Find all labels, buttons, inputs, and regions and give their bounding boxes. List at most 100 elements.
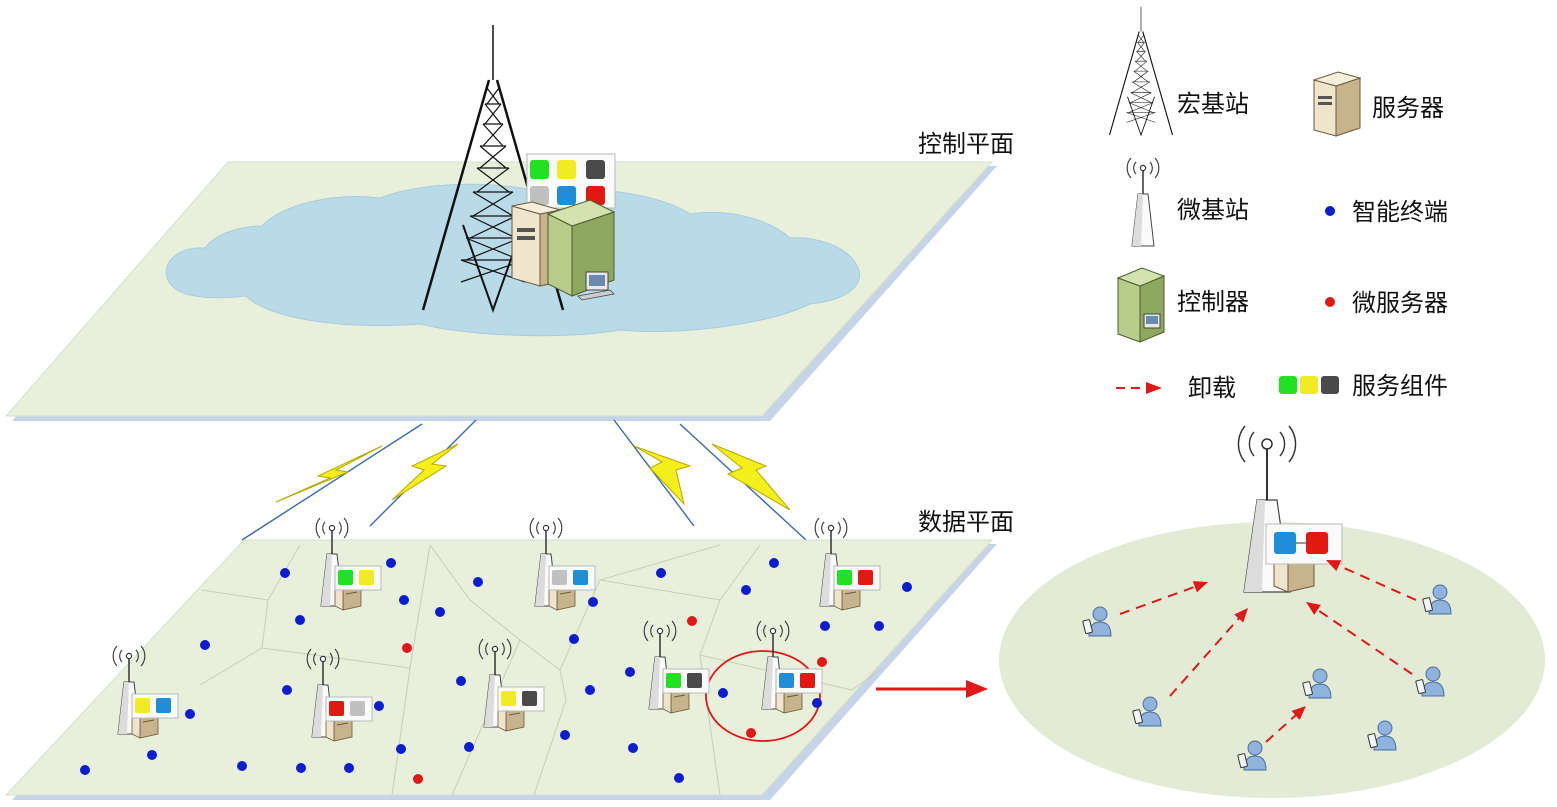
terminal-dot (569, 634, 579, 644)
service-component (1306, 532, 1328, 554)
legend-controller-icon (1116, 267, 1166, 343)
terminal-dot (435, 607, 445, 617)
service-component (687, 673, 702, 688)
terminal-dot (473, 577, 483, 587)
micro-server-dot (746, 728, 756, 738)
lightning-bolt (275, 445, 383, 503)
terminal-dot (874, 621, 884, 631)
service-component (530, 186, 549, 205)
zoom-cell-ellipse (999, 522, 1545, 798)
terminal-dot (296, 763, 306, 773)
data-plane-label: 数据平面 (918, 508, 1014, 536)
legend-offload-arrow (1116, 382, 1162, 394)
control-plane: 控制平面 (4, 23, 1014, 421)
zoom-component-panel (1265, 523, 1343, 565)
terminal-dot (902, 582, 912, 592)
terminal-dot (588, 597, 598, 607)
terminal-dot (628, 743, 638, 753)
legend: 宏基站 服务器 微基站 智能终端 控制器 微服务器 卸载 (1108, 6, 1448, 402)
terminal-dot (399, 595, 409, 605)
service-component (530, 160, 549, 179)
service-component (573, 570, 588, 585)
legend-service-component-label: 服务组件 (1352, 372, 1448, 400)
micro-station (478, 638, 545, 732)
terminal-dot (295, 615, 305, 625)
micro-server-dot (402, 643, 412, 653)
offload-arrow (1306, 602, 1413, 675)
terminal-dot (282, 685, 292, 695)
legend-macro-bs-label: 宏基站 (1177, 90, 1249, 118)
terminal-dot (656, 568, 666, 578)
service-component (858, 570, 873, 585)
legend-micro-bs-label: 微基站 (1177, 196, 1249, 224)
legend-controller-label: 控制器 (1177, 288, 1249, 316)
zoom-view (999, 425, 1545, 798)
terminal-dot (237, 761, 247, 771)
lightning-bolt (391, 443, 459, 501)
zoom-users (1082, 560, 1452, 771)
lightning-bolt (633, 445, 692, 506)
terminal-dot (718, 688, 728, 698)
terminal-dot (625, 667, 635, 677)
service-component (359, 570, 374, 585)
terminal-dot (741, 585, 751, 595)
terminal-dot (812, 698, 822, 708)
terminal-dot (344, 763, 354, 773)
micro-station (643, 620, 710, 714)
legend-micro-server-dot (1325, 297, 1335, 307)
terminal-dot (147, 750, 157, 760)
legend-offload-label: 卸载 (1188, 374, 1236, 402)
terminal-dot (464, 742, 474, 752)
macro-service-components (530, 160, 605, 205)
terminal-dot (185, 709, 195, 719)
terminal-dot (396, 744, 406, 754)
control-plane-label: 控制平面 (918, 130, 1014, 158)
legend-server-label: 服务器 (1372, 94, 1444, 122)
legend-macro-bs-icon (1108, 6, 1174, 136)
micro-server-dot (413, 774, 423, 784)
legend-server-icon (1312, 71, 1362, 137)
legend-service-component-icon (1279, 376, 1339, 394)
service-component (501, 691, 516, 706)
terminal-dot (674, 773, 684, 783)
service-component (135, 698, 150, 713)
legend-micro-server-label: 微服务器 (1352, 289, 1448, 317)
terminal-dot (386, 558, 396, 568)
terminal-dot (820, 621, 830, 631)
service-component (837, 570, 852, 585)
micro-stations (112, 517, 881, 742)
service-component (666, 673, 681, 688)
service-component (156, 698, 171, 713)
service-component (329, 701, 344, 716)
offload-arrow (1326, 560, 1417, 601)
service-component (1274, 532, 1296, 554)
micro-server-dot (817, 657, 827, 667)
controller-computer-icon (546, 199, 616, 301)
legend-terminal-dot (1325, 206, 1335, 216)
micro-station (756, 620, 823, 714)
service-component (557, 160, 576, 179)
highlight-circle (705, 650, 821, 742)
micro-server-dot (687, 616, 697, 626)
terminal-dot (560, 730, 570, 740)
terminal-dots (80, 558, 912, 784)
micro-station (112, 645, 179, 739)
terminal-dot (280, 568, 290, 578)
offload-arrow (1265, 706, 1306, 743)
offload-arrow (1169, 608, 1248, 697)
micro-station (315, 517, 382, 611)
zoom-arrow (876, 680, 988, 698)
data-plane: 数据平面 (4, 508, 1014, 800)
legend-terminal-label: 智能终端 (1352, 198, 1448, 226)
terminal-dot (80, 765, 90, 775)
legend-micro-bs-icon (1126, 157, 1160, 247)
service-component (779, 673, 794, 688)
service-component (522, 691, 537, 706)
zoom-service-components (1274, 532, 1328, 554)
micro-station (814, 517, 881, 611)
service-component (338, 570, 353, 585)
terminal-dot (769, 558, 779, 568)
cell-boundaries (199, 544, 881, 796)
lightning-bolt (711, 443, 791, 511)
